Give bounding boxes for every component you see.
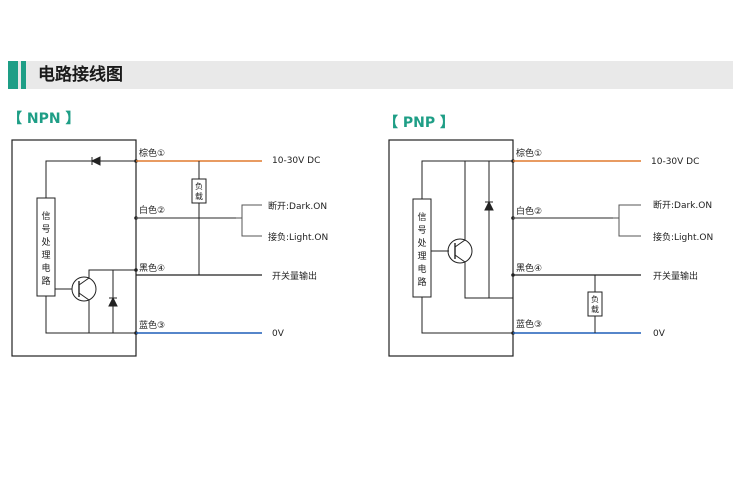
pnp-mode-fork	[618, 218, 641, 237]
pnp-signal-label: 10-30V DC	[651, 157, 699, 167]
section-accent-bar-thin	[21, 61, 26, 89]
npn-wire-color-label: 棕色①	[139, 147, 165, 159]
npn-signal-label: 接负:Light.ON	[268, 231, 328, 243]
section-title: 电路接线图	[38, 65, 123, 85]
npn-transistor-emitter	[78, 292, 90, 301]
npn-transistor-collector	[78, 277, 90, 286]
npn-wire-color-label: 白色②	[139, 204, 165, 216]
pnp-clamp-diode	[484, 200, 494, 211]
pnp-transistor-collector	[454, 254, 466, 263]
pnp-processor-char: 路	[417, 276, 426, 288]
pnp-load-box	[587, 291, 603, 317]
npn-internal-bottom	[45, 296, 136, 334]
pnp-processor-char: 号	[417, 225, 426, 236]
pnp-processor-char: 处	[417, 237, 426, 249]
npn-mode-fork	[241, 218, 262, 237]
npn-collector-wire	[88, 269, 136, 278]
pnp-transistor-icon	[447, 238, 473, 264]
pnp-wire-color-label: 黑色④	[516, 262, 542, 274]
npn-transistor-icon	[71, 276, 97, 302]
npn-load-char: 负	[195, 181, 203, 191]
npn-processor-char: 处	[41, 236, 50, 248]
npn-wire-color-label: 黑色④	[139, 262, 165, 274]
pnp-processor-char: 理	[417, 251, 426, 262]
npn-top-diode	[90, 156, 101, 166]
pnp-diagram: 信 号 处 理 电 路 负 载	[388, 139, 713, 357]
npn-processor-char: 理	[41, 250, 50, 261]
npn-mode-fork	[236, 204, 262, 219]
pnp-sensor-box	[388, 139, 514, 357]
npn-load-char: 载	[195, 191, 203, 201]
pnp-wire-color-label: 棕色①	[516, 147, 542, 159]
npn-wire-color-label: 蓝色③	[139, 319, 165, 331]
pnp-signal-label: 0V	[653, 329, 666, 339]
npn-signal-label: 0V	[272, 329, 285, 339]
pnp-signal-label: 开关量输出	[653, 270, 698, 282]
npn-processor-char: 号	[41, 224, 50, 235]
npn-label: 【 NPN 】	[8, 111, 80, 127]
pnp-internal-top	[421, 160, 513, 199]
npn-processor-char: 电	[41, 262, 50, 274]
npn-diagram: 信 号 处 理 电 路 负 载	[11, 139, 328, 357]
npn-processor-char: 路	[41, 275, 50, 287]
pnp-internal-bottom	[421, 297, 513, 334]
pnp-mode-fork	[613, 204, 641, 219]
pnp-label: 【 PNP 】	[384, 115, 454, 131]
pnp-collector-wire	[464, 262, 513, 299]
pnp-load-char: 载	[591, 304, 599, 314]
pnp-load-char: 负	[591, 294, 599, 304]
section-accent-bar	[8, 61, 18, 89]
npn-signal-label: 10-30V DC	[272, 156, 320, 166]
npn-processor-char: 信	[41, 210, 50, 222]
npn-sensor-box	[11, 139, 137, 357]
pnp-wire-color-label: 蓝色③	[516, 318, 542, 330]
npn-load-box	[191, 178, 207, 204]
npn-terminal	[134, 268, 138, 272]
pnp-wire-color-label: 白色②	[516, 205, 542, 217]
pnp-signal-label: 接负:Light.ON	[653, 231, 713, 243]
pnp-processor-char: 电	[417, 263, 426, 275]
npn-clamp-diode	[108, 296, 118, 307]
npn-signal-label: 断开:Dark.ON	[268, 200, 327, 212]
pnp-transistor-emitter	[454, 239, 466, 248]
pnp-processor-char: 信	[417, 211, 426, 223]
section-header	[8, 61, 733, 89]
npn-internal-top	[45, 160, 136, 198]
pnp-signal-label: 断开:Dark.ON	[653, 199, 712, 211]
npn-signal-label: 开关量输出	[272, 270, 317, 282]
